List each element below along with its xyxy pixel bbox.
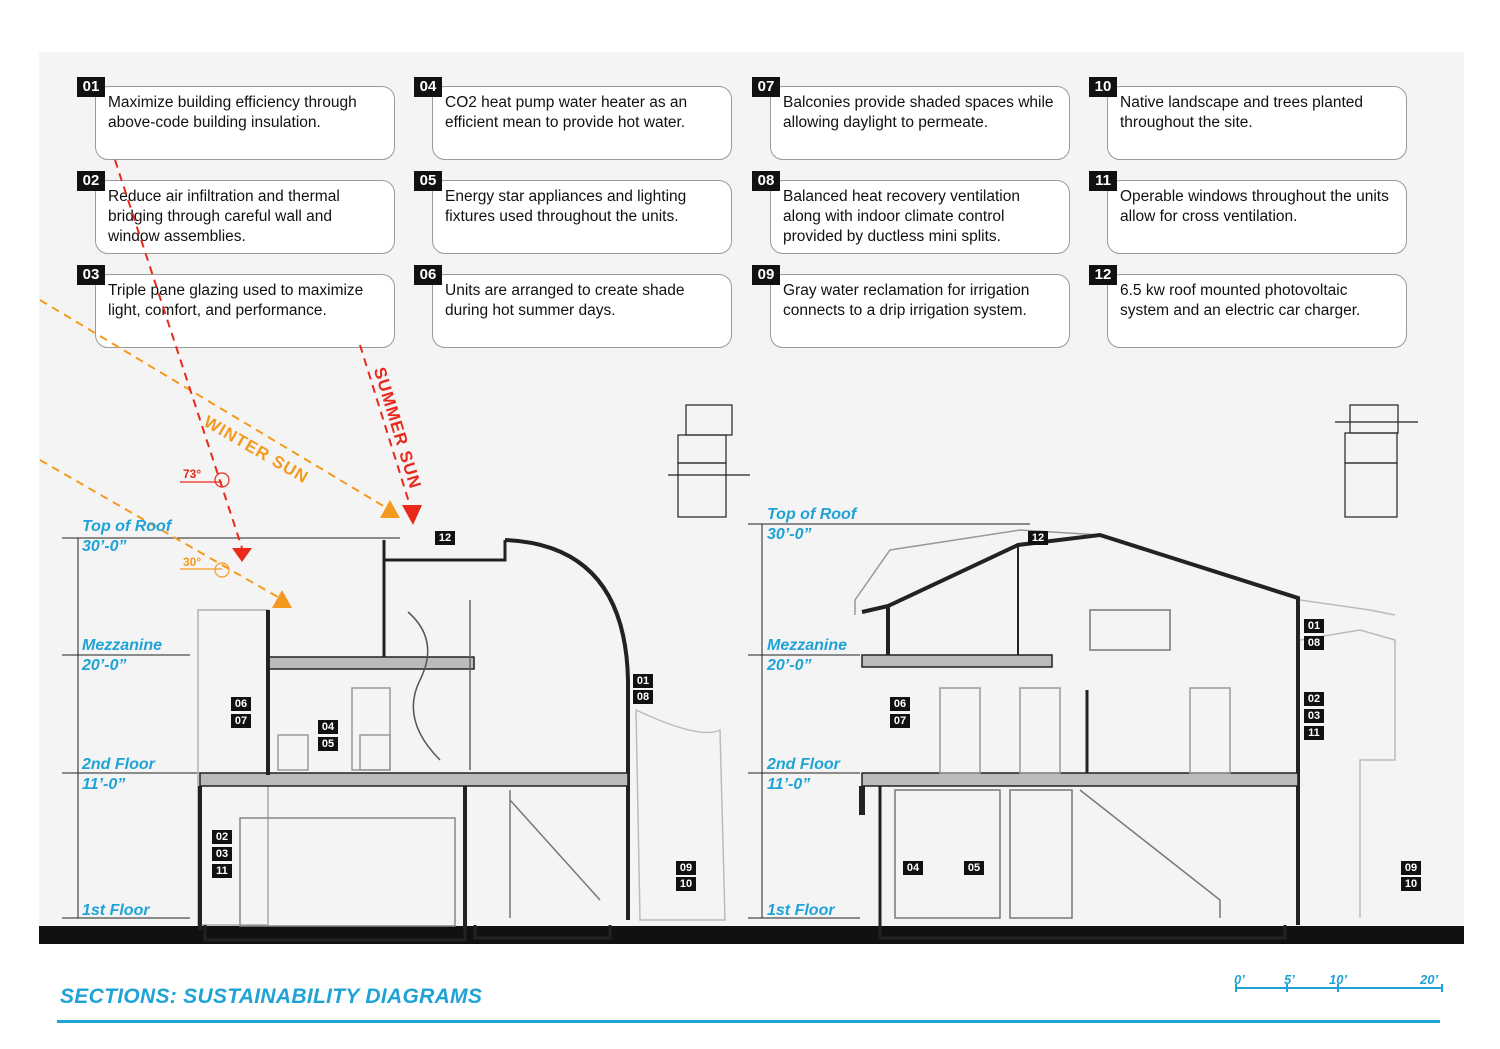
tag-09: 09 [1401,861,1421,875]
tag-11: 11 [1304,726,1324,740]
note-number: 05 [414,171,442,191]
level-lines-right [748,523,1030,919]
footer-divider [57,1020,1440,1023]
note-number: 04 [414,77,442,97]
tag-04: 04 [903,861,923,875]
note-number: 08 [752,171,780,191]
tag-11: 11 [212,864,232,878]
level-1st-floor-right: 1st Floor [767,902,835,919]
note-number: 01 [77,77,105,97]
tag-01: 01 [633,674,653,688]
page-title: SECTIONS: SUSTAINABILITY DIAGRAMS [60,985,483,1008]
sun-rays [39,159,413,601]
note-number: 10 [1089,77,1117,97]
scale-label-5: 5’ [1284,972,1295,987]
level-1st-floor-left: 1st Floor [82,902,150,919]
key-plan-left [668,404,750,518]
note-text: CO2 heat pump water heater as an efficie… [445,94,688,131]
note-text: Balanced heat recovery ventilation along… [783,188,1020,245]
tag-02: 02 [212,830,232,844]
note-text: Operable windows throughout the units al… [1120,188,1389,225]
note-text: Triple pane glazing used to maximize lig… [108,282,364,319]
tag-10: 10 [676,877,696,891]
scale-bar [1235,984,1443,992]
tag-08: 08 [633,690,653,704]
tag-02: 02 [1304,692,1324,706]
tag-09: 09 [676,861,696,875]
note-text: Maximize building efficiency through abo… [108,94,357,131]
note-text: 6.5 kw roof mounted photovoltaic system … [1120,282,1361,319]
tag-06: 06 [231,697,251,711]
tag-12: 12 [435,531,455,545]
note-number: 11 [1089,171,1117,191]
note-text: Energy star appliances and lighting fixt… [445,188,687,225]
tag-06: 06 [890,697,910,711]
angle-markers [180,472,230,578]
tag-07: 07 [890,714,910,728]
tag-03: 03 [212,847,232,861]
sun-arrowheads [232,500,422,608]
tag-05: 05 [318,737,338,751]
note-number: 12 [1089,265,1117,285]
tag-04: 04 [318,720,338,734]
tag-01: 01 [1304,619,1324,633]
winter-angle-label: 30° [183,555,202,569]
tag-05: 05 [964,861,984,875]
right-building-section [854,529,1396,940]
summer-angle-label: 73° [183,467,202,481]
key-plan-right [1335,404,1418,518]
left-building-section [197,538,726,942]
scale-label-10: 10’ [1329,972,1348,987]
note-text: Native landscape and trees planted throu… [1120,94,1363,131]
note-number: 09 [752,265,780,285]
tag-08: 08 [1304,636,1324,650]
tag-12: 12 [1028,531,1048,545]
note-text: Gray water reclamation for irrigation co… [783,282,1030,319]
tag-07: 07 [231,714,251,728]
level-lines-left [62,537,400,919]
tag-03: 03 [1304,709,1324,723]
scale-label-0: 0’ [1234,972,1245,987]
scale-label-20: 20’ [1420,972,1439,987]
note-number: 06 [414,265,442,285]
note-number: 07 [752,77,780,97]
note-number: 03 [77,265,105,285]
note-text: Balconies provide shaded spaces while al… [783,94,1054,131]
note-number: 02 [77,171,105,191]
note-text: Units are arranged to create shade durin… [445,282,685,319]
tag-10: 10 [1401,877,1421,891]
